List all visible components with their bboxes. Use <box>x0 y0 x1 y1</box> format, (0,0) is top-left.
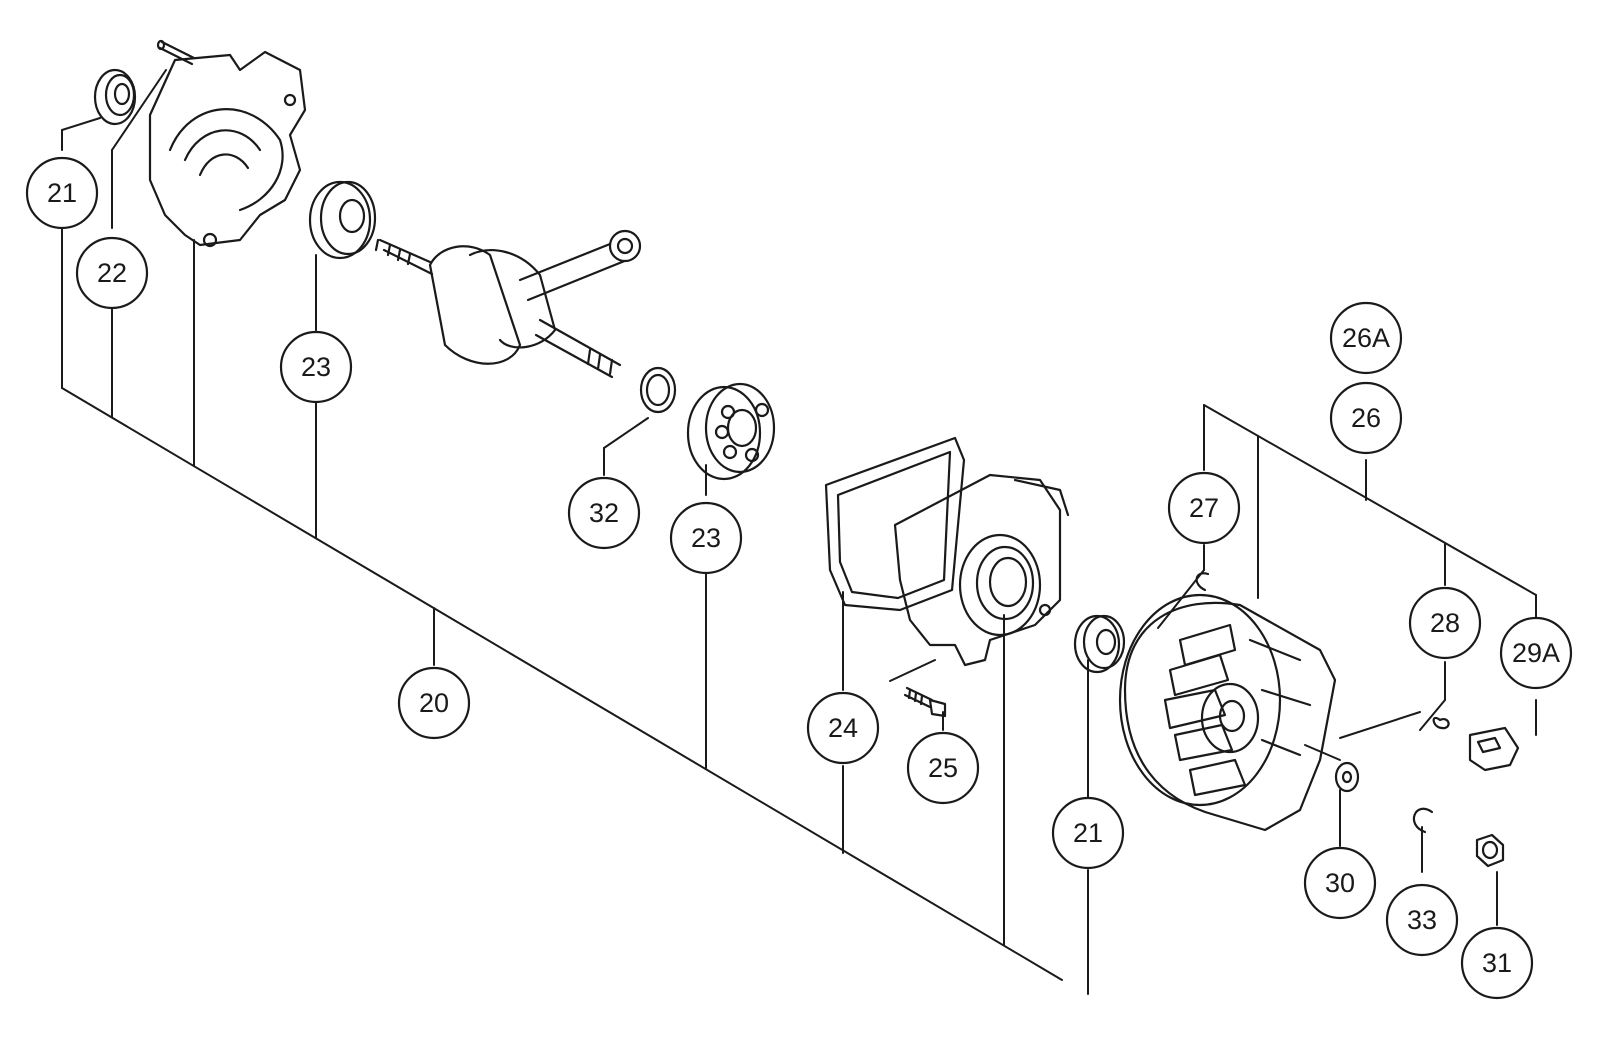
callout-21: 21 <box>25 156 99 230</box>
callout-32: 32 <box>567 476 641 550</box>
callout-label: 27 <box>1189 493 1219 523</box>
circlip-33-drawing <box>1412 807 1434 834</box>
callout-33: 33 <box>1385 883 1459 957</box>
callout-label: 31 <box>1482 948 1512 978</box>
callout-label: 26 <box>1351 403 1381 433</box>
callout-label: 30 <box>1325 868 1355 898</box>
callout-26a: 26A <box>1329 301 1403 375</box>
callout-28: 28 <box>1408 586 1482 660</box>
pawl-drawing <box>1468 726 1520 772</box>
pin-drawing <box>156 39 196 66</box>
callout-label: 23 <box>301 352 331 382</box>
callout-21-second: 21 <box>1051 796 1125 870</box>
callout-23-second: 23 <box>669 501 743 575</box>
callout-label: 21 <box>1073 818 1103 848</box>
nut-drawing <box>1475 833 1505 868</box>
callout-label: 23 <box>691 523 721 553</box>
callout-25: 25 <box>906 731 980 805</box>
flywheel-drawing <box>1118 593 1337 832</box>
bearing-left-drawing <box>308 180 377 260</box>
callout-label: 20 <box>419 688 449 718</box>
crankcase-right-drawing <box>893 473 1070 667</box>
bearing-right-drawing <box>686 382 776 481</box>
callout-label: 26A <box>1342 323 1390 353</box>
callout-26: 26 <box>1329 381 1403 455</box>
callout-30: 30 <box>1303 846 1377 920</box>
crankcase-left-drawing <box>148 50 307 248</box>
gasket-drawing <box>824 436 966 612</box>
pawl-spring-drawing <box>1432 717 1450 730</box>
callout-label: 22 <box>97 258 127 288</box>
leader-lines <box>61 69 1537 995</box>
callout-label: 25 <box>928 753 958 783</box>
callout-22: 22 <box>75 236 149 310</box>
circlip-27-drawing <box>1195 572 1210 592</box>
thrust-washer-drawing <box>639 366 677 414</box>
callout-label: 21 <box>47 178 77 208</box>
screw-drawing <box>903 686 947 718</box>
callout-label: 24 <box>828 713 858 743</box>
callout-27: 27 <box>1167 471 1241 545</box>
callout-24: 24 <box>806 691 880 765</box>
crankshaft-drawing <box>374 229 642 379</box>
callout-label: 32 <box>589 498 619 528</box>
callout-23: 23 <box>279 330 353 404</box>
bearing-small-left-drawing <box>93 68 137 126</box>
callout-label: 29A <box>1512 638 1560 668</box>
callout-label: 28 <box>1430 608 1460 638</box>
callout-label: 33 <box>1407 905 1437 935</box>
callout-31: 31 <box>1460 926 1534 1000</box>
bearing-crankcase-right-drawing <box>1073 614 1126 674</box>
washer-drawing <box>1334 761 1360 793</box>
callout-20: 20 <box>397 666 471 740</box>
callout-29a: 29A <box>1499 616 1573 690</box>
